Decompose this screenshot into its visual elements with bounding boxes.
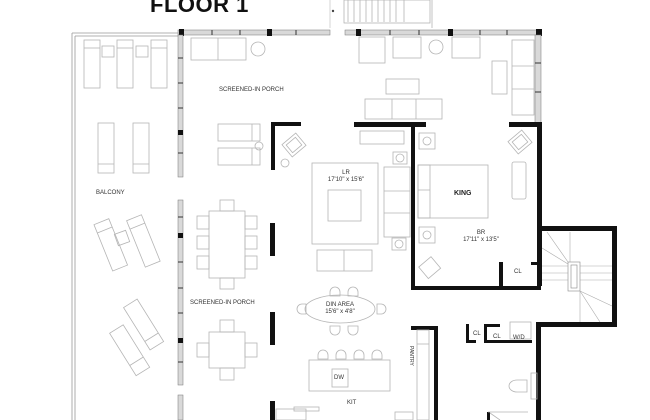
room-label-porch-top: SCREENED-IN PORCH — [219, 87, 284, 93]
interior-walls — [270, 122, 617, 420]
floor-title: FLOOR 1 — [150, 0, 249, 17]
room-label-kitchen: KIT — [347, 400, 357, 406]
furniture — [83, 36, 538, 420]
dining-chairs — [296, 286, 387, 360]
top-window-wall — [177, 29, 542, 36]
entry-stairs — [343, 0, 433, 28]
room-label-living-room: LR 17'10" x 15'6" — [327, 170, 365, 183]
room-label-balcony: BALCONY — [96, 190, 125, 196]
balcony-loungers — [83, 39, 168, 377]
left-window-wall — [177, 34, 184, 420]
room-label-porch-mid: SCREENED-IN PORCH — [190, 300, 255, 306]
room-label-bedroom: BR 17'11" x 13'5" — [463, 230, 499, 243]
bed-label-king: KING — [454, 190, 472, 197]
room-label-pantry: PANTRY — [408, 346, 414, 366]
balcony-outline — [71, 32, 180, 420]
room-label-closet-1: CL — [473, 331, 481, 337]
appliance-label-dishwasher: DW — [334, 375, 344, 381]
room-label-dining: DIN AREA 15'6" x 4'8" — [325, 302, 355, 315]
room-label-closet-br: CL — [514, 269, 522, 275]
interior-staircase — [541, 231, 613, 323]
right-window-wall — [534, 34, 542, 124]
room-label-washer-dryer: W/D — [513, 335, 525, 341]
arrow-icon — [331, 9, 335, 13]
room-label-closet-2: CL — [493, 334, 501, 340]
